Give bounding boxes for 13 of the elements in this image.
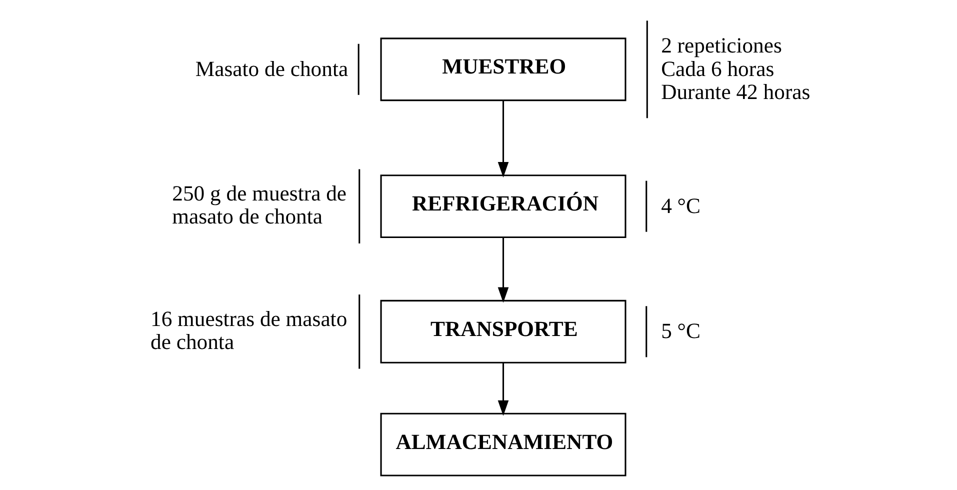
arrow [498, 362, 509, 416]
node-label: 16 muestras de masato de chonta [150, 306, 348, 354]
arrow [498, 237, 509, 303]
node-label: 2 repeticiones Cada 6 horas Durante 42 horas [661, 34, 810, 104]
node-box: TRANSPORTE [380, 300, 626, 364]
node-box: ALMACENAMIENTO [380, 412, 626, 476]
arrow [498, 100, 509, 178]
node-label: Masato de chonta [195, 56, 348, 81]
node-label: 4 °C [661, 194, 700, 218]
node-box: MUESTREO [380, 38, 626, 102]
node-label: 5 °C [661, 319, 700, 344]
node-box: REFRIGERACIÓN [380, 174, 626, 238]
node-label: 250 g de muestra de masato de chonta [172, 181, 347, 229]
